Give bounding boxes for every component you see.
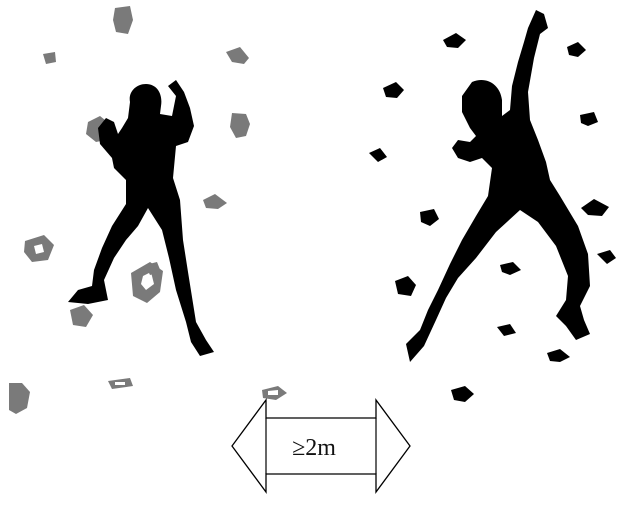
hold bbox=[500, 262, 521, 275]
hold bbox=[395, 276, 416, 296]
hold bbox=[581, 199, 609, 216]
right-climber-body bbox=[406, 10, 590, 362]
hold bbox=[369, 148, 387, 162]
hold bbox=[580, 112, 598, 126]
hold bbox=[24, 235, 54, 262]
hold bbox=[226, 47, 249, 64]
hold bbox=[43, 52, 56, 64]
hold bbox=[597, 250, 616, 264]
hold bbox=[451, 386, 474, 402]
left-climbing-holds bbox=[9, 6, 287, 414]
hold bbox=[547, 349, 570, 362]
hold bbox=[203, 194, 227, 209]
hold bbox=[70, 305, 93, 327]
hold bbox=[230, 113, 250, 138]
hold bbox=[262, 386, 287, 400]
hold bbox=[567, 42, 586, 57]
hold bbox=[497, 324, 516, 336]
hold bbox=[443, 33, 466, 48]
right-climber-icon bbox=[406, 10, 590, 362]
hold bbox=[108, 378, 133, 389]
hold bbox=[383, 82, 404, 98]
hold bbox=[9, 383, 30, 414]
distance-label: ≥2m bbox=[292, 435, 336, 461]
hold bbox=[113, 6, 133, 34]
hold bbox=[420, 209, 439, 226]
distance-arrow: ≥2m bbox=[232, 400, 410, 492]
